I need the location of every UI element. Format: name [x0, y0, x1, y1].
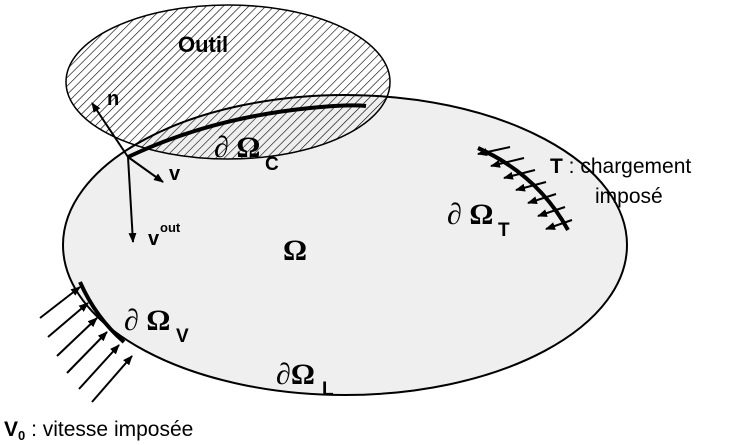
traction-boundary-label: ∂ Ω: [447, 198, 493, 231]
v-label: v: [169, 163, 181, 185]
velocity-boundary: [78, 281, 126, 344]
free-boundary-sub: L: [322, 379, 334, 400]
contact-boundary: [127, 103, 367, 159]
vout-superscript: out: [160, 220, 181, 235]
vout-arrow: [127, 156, 137, 243]
load-caption-line1: T : chargement: [550, 155, 691, 178]
velocity-symbol: V: [4, 418, 18, 441]
velocity-boundary-sub: V: [176, 326, 189, 347]
traction-arrows: [477, 146, 573, 230]
vout-label: v: [148, 228, 160, 250]
traction-boundary-sub: T: [498, 220, 510, 241]
tool-body: [65, 4, 391, 160]
load-text-line1: : chargement: [563, 155, 692, 178]
traction-boundary: [477, 146, 570, 231]
n-arrow: [91, 102, 129, 158]
contact-boundary-sub: C: [265, 154, 279, 175]
velocity-caption: V0 : vitesse imposée: [4, 418, 193, 443]
load-symbol: T: [550, 155, 563, 178]
free-boundary-label: ∂Ω: [276, 358, 315, 391]
velocity-arrows: [39, 286, 133, 403]
velocity-symbol-sub: 0: [18, 428, 25, 443]
contact-boundary-label: ∂ Ω: [214, 131, 260, 164]
velocity-boundary-label: ∂ Ω: [124, 304, 170, 337]
tool-label: Outil: [178, 32, 228, 57]
v-arrow: [127, 156, 164, 183]
load-caption-line2: imposé: [595, 185, 663, 208]
contact-vectors: [91, 102, 164, 243]
velocity-text: : vitesse imposée: [25, 418, 193, 441]
n-label: n: [107, 88, 119, 110]
omega-label: Ω: [283, 234, 307, 267]
